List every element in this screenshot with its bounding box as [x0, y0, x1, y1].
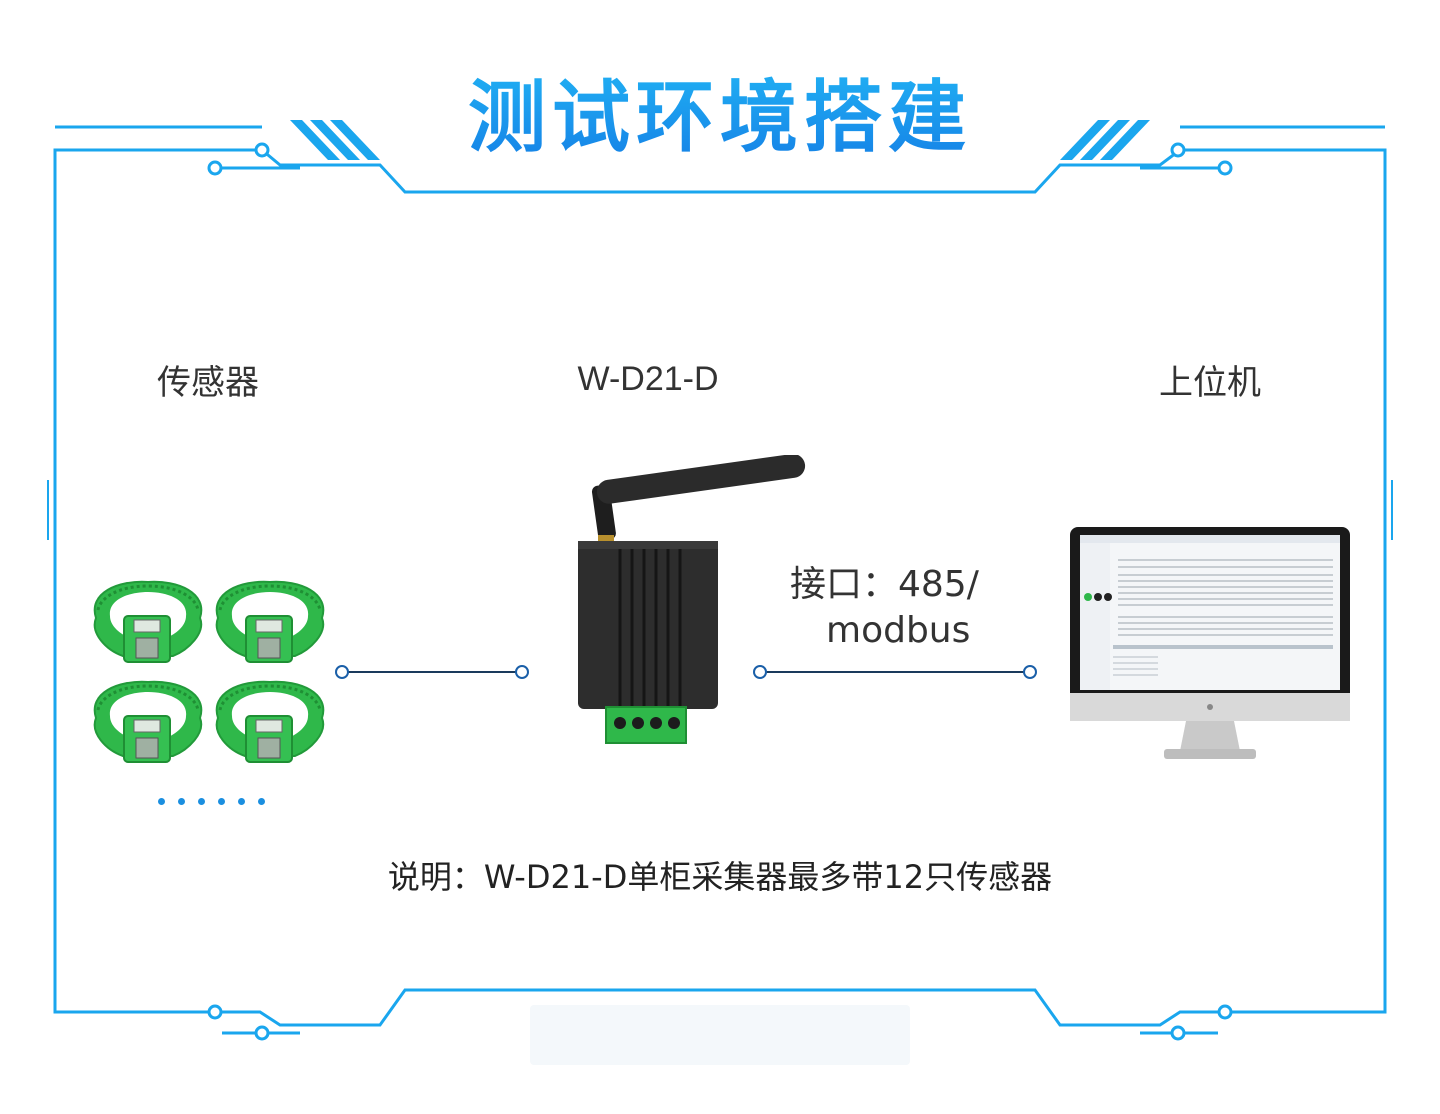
- monitor-computer-icon: [1070, 527, 1350, 759]
- footer-panel: [530, 1005, 910, 1065]
- wireless-collector-device-icon: [578, 455, 806, 744]
- connector-sensor-collector: [335, 665, 529, 679]
- description-note: 说明：W-D21-D单柜采集器最多带12只传感器: [0, 852, 1440, 898]
- collector-label: W-D21-D: [577, 360, 719, 398]
- page-title: 测试环境搭建: [0, 55, 1440, 167]
- sensor-group: [93, 580, 325, 764]
- interface-description: 接口：485/ modbus: [790, 562, 1010, 654]
- interface-line-1: 接口：485/: [790, 564, 979, 605]
- note-text: W-D21-D单柜采集器最多带12只传感器: [483, 858, 1053, 896]
- connector-collector-host: [753, 665, 1037, 679]
- note-prefix: 说明：: [387, 858, 484, 896]
- interface-line-2: modbus: [826, 610, 971, 651]
- sensor-label: 传感器: [157, 363, 259, 403]
- host-label: 上位机: [1159, 363, 1261, 403]
- more-sensors-ellipsis: [158, 790, 278, 809]
